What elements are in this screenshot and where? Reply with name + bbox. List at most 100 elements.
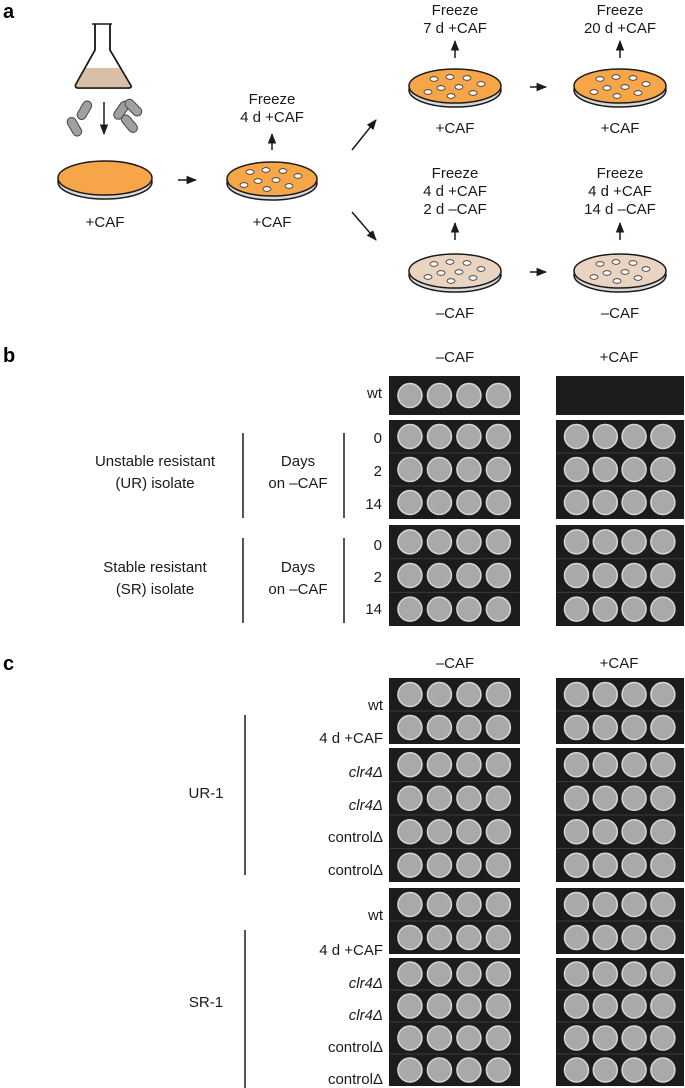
colony-spot bbox=[456, 382, 482, 409]
panel-a-label: a bbox=[3, 1, 15, 23]
plate-b-ur-minus bbox=[389, 420, 520, 519]
ur-label-2: (UR) isolate bbox=[115, 475, 194, 492]
colony-spot bbox=[650, 1025, 676, 1051]
spot-row bbox=[389, 920, 520, 951]
colony-spot bbox=[456, 456, 482, 483]
c-g2-row-ctrl-a: controlΔ bbox=[328, 1039, 383, 1056]
sr-day-2: 2 bbox=[374, 569, 382, 586]
plate-c-ur1-bot-plus bbox=[556, 748, 684, 882]
spot-row bbox=[556, 1053, 684, 1083]
colony-spot bbox=[456, 993, 482, 1019]
group-sr1-label: SR-1 bbox=[189, 994, 223, 1011]
colony-spot bbox=[485, 752, 512, 778]
freeze-2d-line1: Freeze bbox=[432, 165, 479, 182]
spot-row bbox=[563, 961, 676, 987]
spot-row bbox=[563, 529, 676, 555]
plate-20d-caf bbox=[573, 68, 667, 108]
colony-spot bbox=[621, 529, 647, 555]
c-g2-row-wt: wt bbox=[367, 907, 384, 924]
colony-spot bbox=[650, 891, 676, 918]
panel-c-spot-plates bbox=[389, 678, 684, 1086]
colony-spot bbox=[426, 961, 453, 987]
spot-row bbox=[389, 1021, 520, 1051]
spot-row bbox=[556, 558, 684, 589]
spot-row bbox=[389, 989, 520, 1019]
panel-c-col-minus: –CAF bbox=[436, 655, 474, 672]
colony-spot bbox=[485, 819, 512, 845]
colony-spot bbox=[397, 961, 423, 987]
colony-spot bbox=[563, 1057, 590, 1083]
colony-spot bbox=[426, 819, 453, 845]
colony-spot bbox=[621, 819, 647, 845]
ur-days-1: Days bbox=[281, 453, 315, 470]
spot-row bbox=[389, 710, 520, 741]
colony-spot bbox=[592, 529, 619, 555]
colony-spot bbox=[592, 456, 619, 483]
spot-row bbox=[556, 452, 684, 483]
spot-row bbox=[397, 529, 512, 555]
freeze-4d-line2: 4 d +CAF bbox=[240, 109, 304, 126]
arrow-down-right-icon bbox=[351, 211, 377, 241]
colony-spot bbox=[650, 529, 676, 555]
colony-spot bbox=[426, 456, 453, 483]
flask-icon bbox=[74, 23, 132, 89]
freeze-7d-line1: Freeze bbox=[432, 2, 479, 19]
colony-spot bbox=[592, 1025, 619, 1051]
colony-spot bbox=[426, 1025, 453, 1051]
colony-spot bbox=[426, 993, 453, 1019]
spot-row bbox=[397, 423, 512, 450]
colony-spot bbox=[650, 924, 676, 951]
spot-row bbox=[556, 920, 684, 951]
spot-row bbox=[556, 710, 684, 741]
colony-spot bbox=[485, 681, 512, 708]
freeze-20d-line1: Freeze bbox=[597, 2, 644, 19]
colony-spot bbox=[397, 819, 423, 845]
colony-spot bbox=[456, 562, 482, 589]
freeze-7d-line2: 7 d +CAF bbox=[423, 20, 487, 37]
colony-spot bbox=[592, 752, 619, 778]
colony-spot bbox=[621, 752, 647, 778]
colony-spot bbox=[650, 423, 676, 450]
colony-spot bbox=[456, 891, 482, 918]
colony-spot bbox=[563, 993, 590, 1019]
c-g1-row-ctrl-b: controlΔ bbox=[328, 862, 383, 879]
plate-c-sr1-top-plus bbox=[556, 888, 684, 954]
colony-spot bbox=[426, 1057, 453, 1083]
colony-spot bbox=[650, 489, 676, 516]
colony-spot bbox=[592, 993, 619, 1019]
sr-day-14: 14 bbox=[365, 601, 382, 618]
colony-spot bbox=[563, 785, 590, 811]
spot-row bbox=[389, 781, 520, 811]
spot-row bbox=[389, 558, 520, 589]
colony-spot bbox=[456, 819, 482, 845]
colony-spot bbox=[426, 529, 453, 555]
colony-spot bbox=[397, 382, 423, 409]
sr-days-2: on –CAF bbox=[268, 581, 327, 598]
colony-spot bbox=[485, 1025, 512, 1051]
colony-spot bbox=[563, 819, 590, 845]
colony-spot bbox=[563, 456, 590, 483]
spot-row bbox=[556, 989, 684, 1019]
colony-spot bbox=[485, 382, 512, 409]
freeze-2d-line2: 4 d +CAF bbox=[423, 183, 487, 200]
colony-spot bbox=[563, 596, 590, 622]
colony-spot bbox=[397, 852, 423, 878]
colony-spot bbox=[397, 993, 423, 1019]
colony-spot bbox=[650, 752, 676, 778]
spot-row bbox=[397, 382, 512, 409]
plate-b-wt-minus bbox=[389, 376, 520, 415]
colony-spot bbox=[650, 681, 676, 708]
freeze-2d-line3: 2 d –CAF bbox=[423, 201, 486, 218]
colony-spot bbox=[397, 489, 423, 516]
plate-bot-2-label: –CAF bbox=[601, 305, 639, 322]
colony-spot bbox=[456, 1057, 482, 1083]
colony-spot bbox=[563, 714, 590, 741]
colony-spot bbox=[621, 562, 647, 589]
colony-spot bbox=[621, 714, 647, 741]
colony-spot bbox=[592, 785, 619, 811]
colony-spot bbox=[426, 752, 453, 778]
spot-row bbox=[397, 752, 512, 778]
colony-spot bbox=[485, 456, 512, 483]
colony-spot bbox=[456, 1025, 482, 1051]
